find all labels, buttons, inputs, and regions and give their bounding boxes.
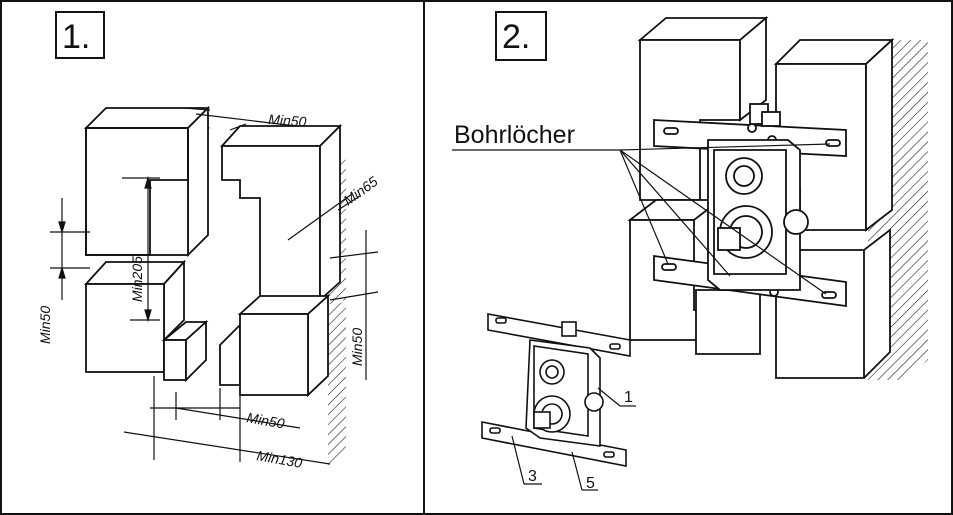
wall-hatch-lower-right bbox=[328, 300, 346, 465]
step-2-label: 2. bbox=[502, 18, 530, 56]
step-1-box bbox=[55, 11, 105, 59]
part-leaders bbox=[511, 387, 636, 491]
dim-min50-top: Min50 bbox=[268, 111, 307, 130]
callout-bohrloecher: Bohrlöcher bbox=[454, 121, 575, 149]
small-assembly bbox=[481, 313, 631, 467]
dim-min130: Min130 bbox=[255, 447, 303, 471]
part-label-5: 5 bbox=[586, 475, 595, 492]
step-1-label: 1. bbox=[62, 18, 90, 56]
dimension-lines bbox=[50, 107, 379, 465]
panel-1: 1. bbox=[37, 11, 381, 471]
block-top-right bbox=[219, 123, 343, 303]
block-top-left bbox=[83, 105, 211, 258]
dim-min50-bottom: Min50 bbox=[245, 409, 286, 431]
dim-min50-right: Min50 bbox=[349, 328, 365, 366]
callout-leaders bbox=[452, 143, 831, 295]
block-bottom-right bbox=[219, 293, 331, 398]
dim-min205: Min205 bbox=[129, 256, 145, 302]
mounting-box bbox=[707, 103, 809, 291]
dim-min65: Min65 bbox=[340, 173, 380, 208]
mounting-rail-top bbox=[653, 119, 847, 157]
step-2-box bbox=[495, 11, 547, 61]
part-label-3: 3 bbox=[528, 468, 537, 485]
block-bottom-left bbox=[83, 259, 209, 383]
panel-2: 2. bbox=[452, 11, 928, 492]
part-label-1: 1 bbox=[624, 389, 633, 406]
dim-min50-left: Min50 bbox=[37, 306, 53, 344]
